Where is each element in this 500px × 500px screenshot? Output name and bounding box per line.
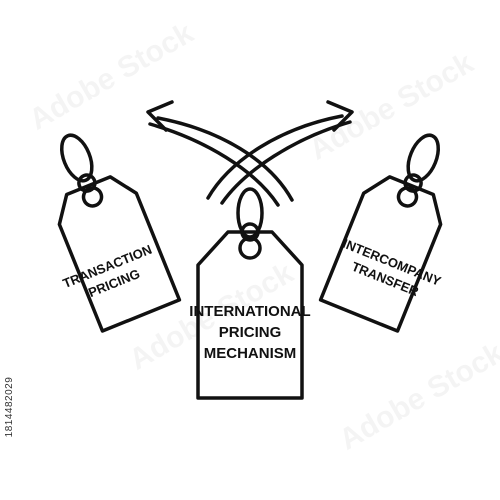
label-left: TRANSACTION PRICING [61,242,154,300]
tag-center-line3: MECHANISM [204,345,297,362]
price-tag-right-icon [318,133,443,333]
tag-center-line2: PRICING [219,324,282,341]
price-tag-left-icon [57,133,182,333]
label-center: INTERNATIONAL PRICING MECHANISM [189,303,310,362]
tag-center-line1: INTERNATIONAL [189,303,310,320]
label-right: INTERCOMPANY TRANSFER [341,236,444,300]
stock-id-text: 1814482029 [4,376,15,438]
crossed-arrows-icon [146,100,354,207]
price-tag-center-icon [196,187,304,400]
